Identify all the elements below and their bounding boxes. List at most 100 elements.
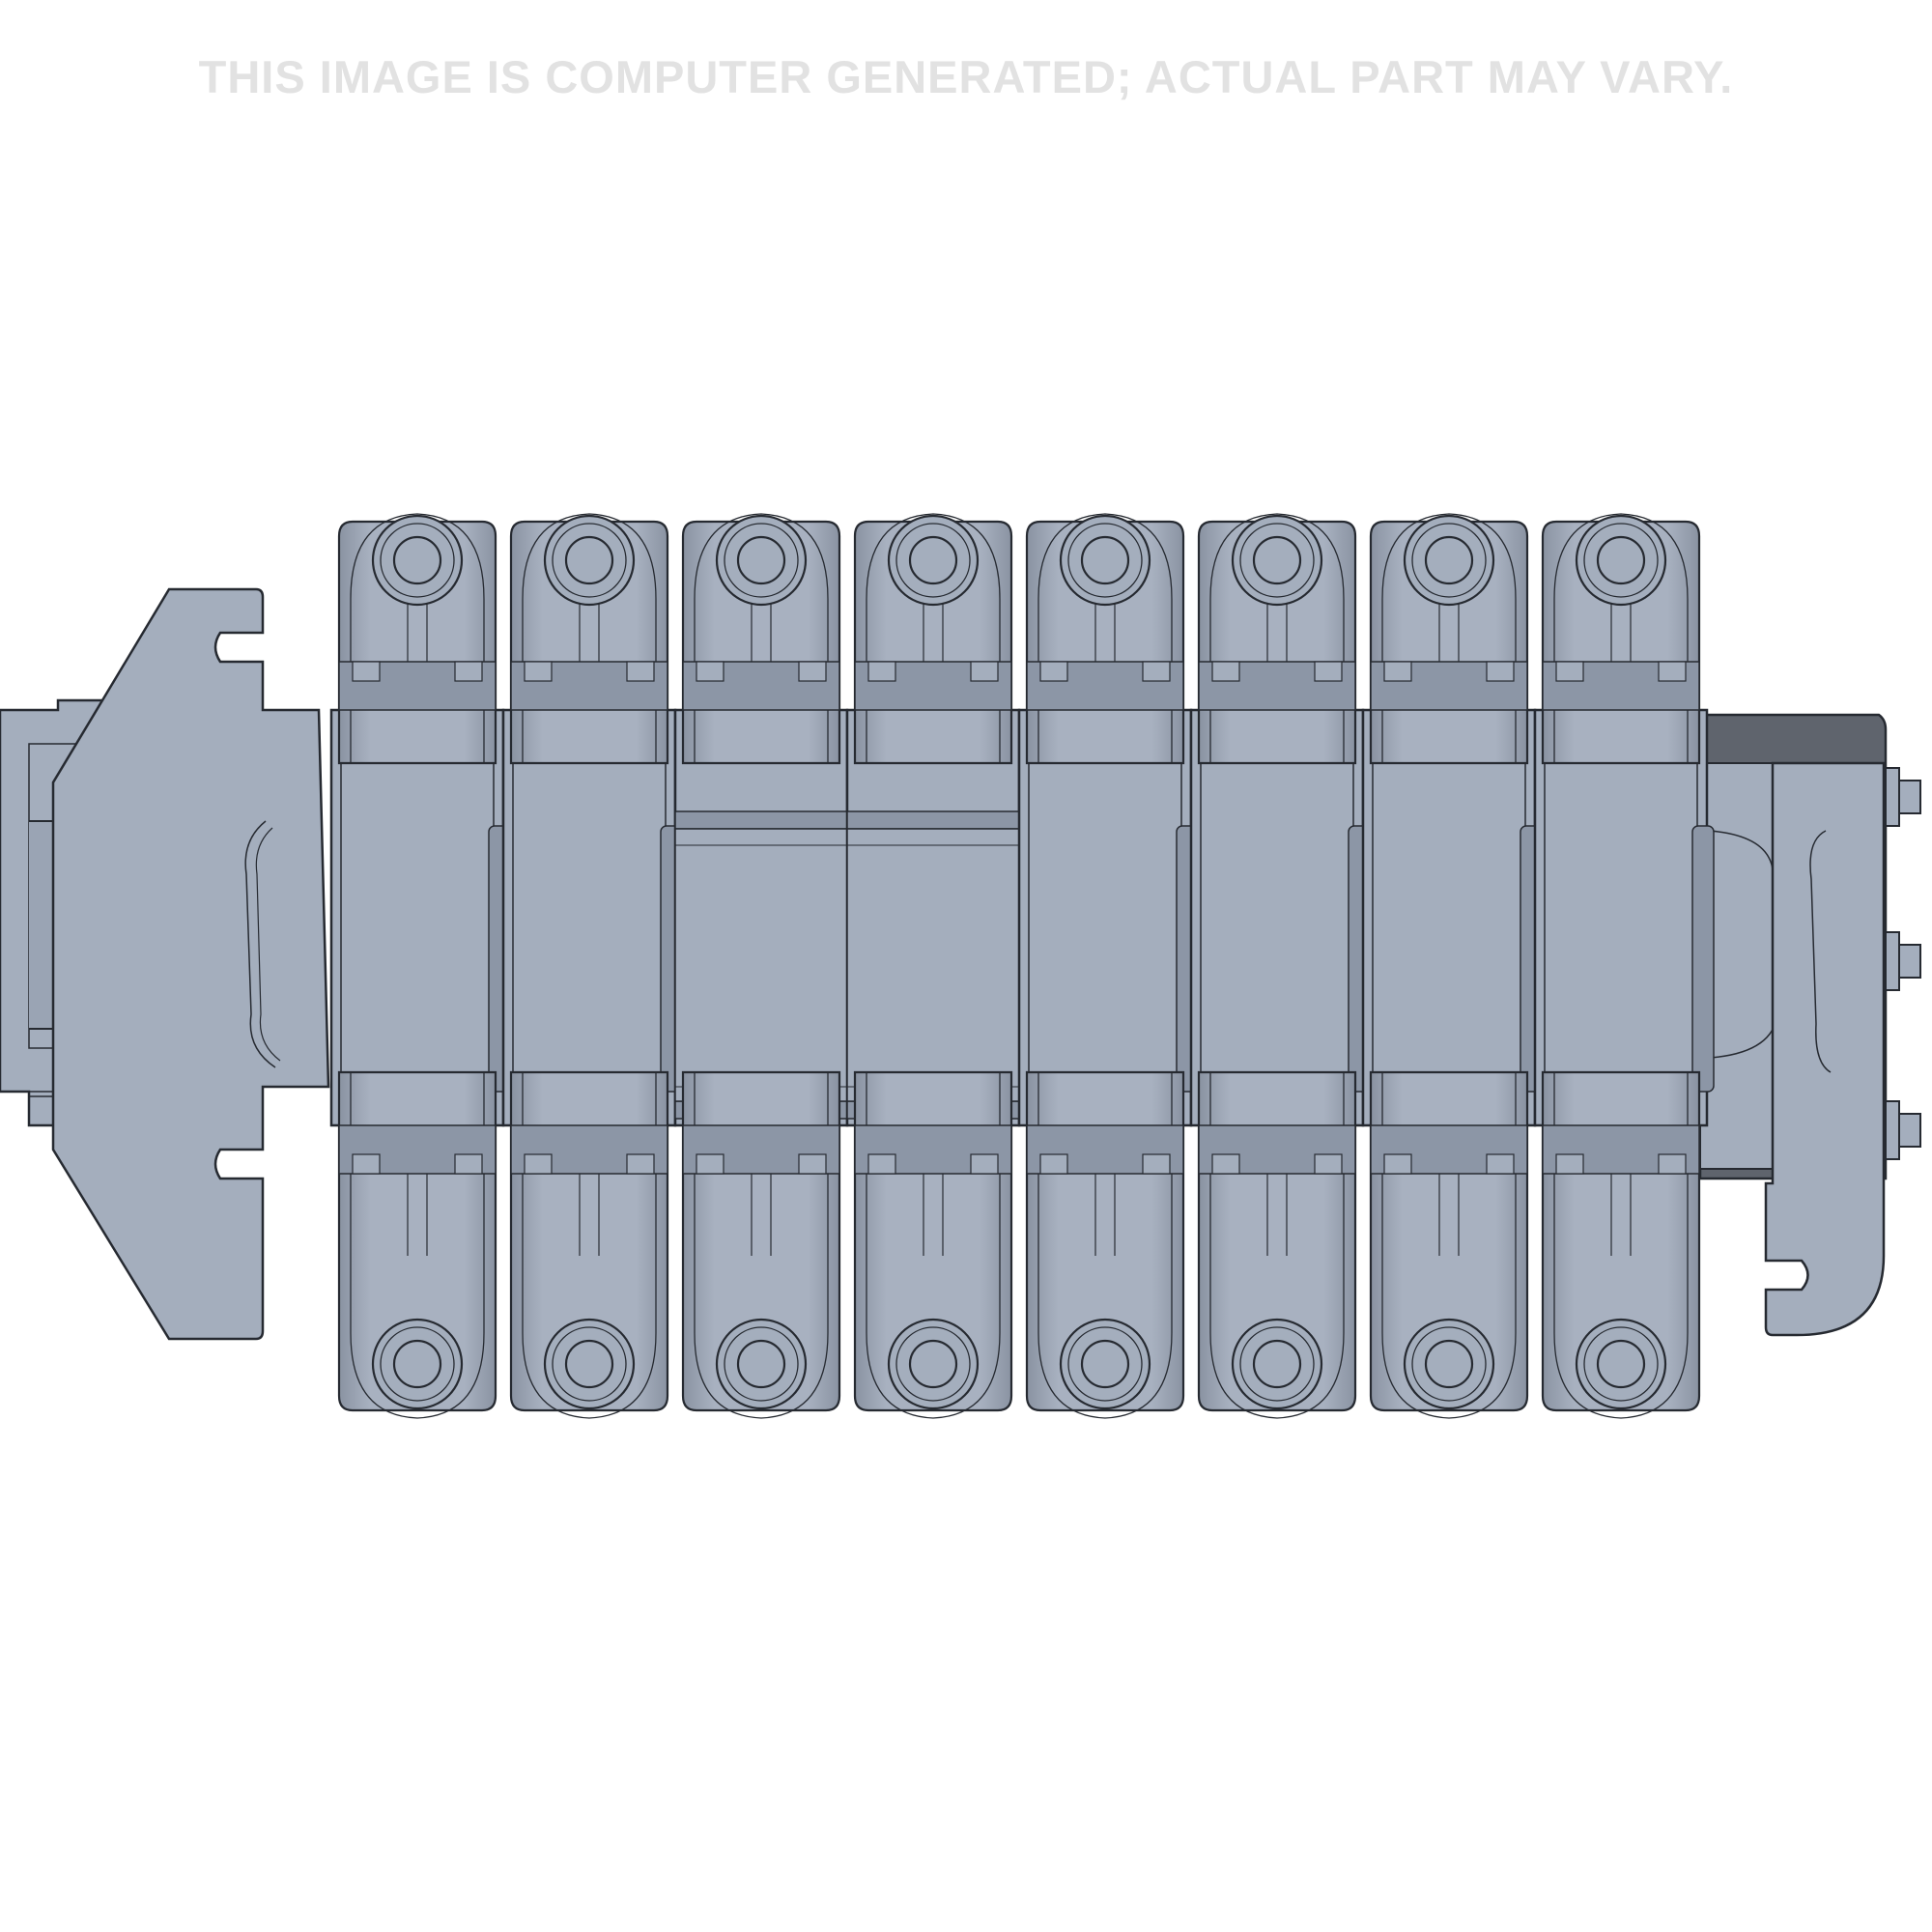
cap-lug [1142,1153,1171,1175]
cap-contour [1553,1072,1689,1419]
cap-lug [352,1153,381,1175]
port-hole [908,535,958,585]
bottom-port-cap [1197,1070,1357,1419]
left-mounting-bracket [51,587,330,1341]
cap-lug [1314,1153,1343,1175]
cap-lug [352,661,381,682]
right-mounting-bracket [1764,761,1886,1337]
port-boss-ring [552,523,627,598]
port-boss-ring [1583,523,1659,598]
cap-lug [1314,661,1343,682]
cap-lug [1142,661,1171,682]
port-boss-ring [1239,523,1315,598]
port-hole [1080,535,1130,585]
section-port-face [846,828,1020,1102]
bottom-port-cap [337,1070,497,1419]
top-port-cap [1025,513,1185,765]
stud-middle [1885,931,1921,991]
cap-lug [696,1153,724,1175]
section-housing [340,709,495,1126]
valve-section [1533,513,1715,1419]
cap-lug [1383,1153,1412,1175]
port-hole [392,1339,442,1389]
cap-lug [867,661,896,682]
port-boss-ring [380,523,455,598]
cap-contour [694,1072,829,1419]
cap-lug [1211,661,1240,682]
top-port-cap [1541,513,1701,765]
bottom-port-cap [1025,1070,1185,1419]
disclaimer-watermark: THIS IMAGE IS COMPUTER GENERATED; ACTUAL… [198,51,1734,102]
section-housing [512,709,667,1126]
cap-lug [1211,1153,1240,1175]
bottom-port-cap [681,1070,841,1419]
cap-lug [626,661,655,682]
section-housing [1372,709,1526,1126]
bottom-port-cap [1541,1070,1701,1419]
port-boss-ring [1583,1326,1659,1402]
cap-lug [696,661,724,682]
port-hole [392,535,442,585]
section-ridge [846,810,1020,830]
top-port-cap [1369,513,1529,765]
cap-contour [1209,1072,1345,1419]
cap-lug [867,1153,896,1175]
top-port-cap [681,513,841,765]
valve-section [673,513,849,1419]
bottom-port-cap [509,1070,669,1419]
cap-lug [1039,1153,1068,1175]
port-hole [1424,1339,1474,1389]
port-hole [1252,1339,1302,1389]
cap-contour [1037,513,1173,763]
section-housing [1200,709,1354,1126]
cap-lug [626,1153,655,1175]
stud-top [1885,767,1921,827]
cap-contour [866,513,1001,763]
cap-lug [1555,661,1584,682]
port-boss-ring [1411,1326,1487,1402]
cap-contour [866,1072,1001,1419]
cap-contour [694,513,829,763]
valve-section [501,513,683,1419]
cap-contour [1553,513,1689,763]
cap-lug [524,661,553,682]
section-housing [1028,709,1182,1126]
valve-section [1361,513,1543,1419]
cap-contour [1381,1072,1517,1419]
port-hole [1424,535,1474,585]
port-hole [908,1339,958,1389]
cap-lug [1486,661,1515,682]
section-housing [1544,709,1698,1126]
cap-lug [1658,661,1687,682]
cap-contour [1381,513,1517,763]
top-port-cap [509,513,669,765]
port-hole [736,1339,786,1389]
top-port-cap [1197,513,1357,765]
port-boss-ring [1067,1326,1143,1402]
cap-contour [350,513,485,763]
port-boss-ring [1239,1326,1315,1402]
bottom-port-cap [853,1070,1013,1419]
cap-lug [970,1153,999,1175]
valve-section [1017,513,1199,1419]
stud-bottom [1885,1100,1921,1160]
cap-lug [524,1153,553,1175]
top-port-cap [853,513,1013,765]
port-boss-ring [1411,523,1487,598]
cap-lug [1039,661,1068,682]
port-boss-ring [895,523,971,598]
valve-section [329,513,511,1419]
port-boss-ring [380,1326,455,1402]
cap-lug [1555,1153,1584,1175]
port-hole [736,535,786,585]
port-hole [1080,1339,1130,1389]
port-hole [564,1339,614,1389]
valve-section [1189,513,1371,1419]
cap-lug [454,661,483,682]
port-boss-ring [895,1326,971,1402]
port-boss-ring [1067,523,1143,598]
section-port-face [674,828,848,1102]
cap-lug [970,661,999,682]
